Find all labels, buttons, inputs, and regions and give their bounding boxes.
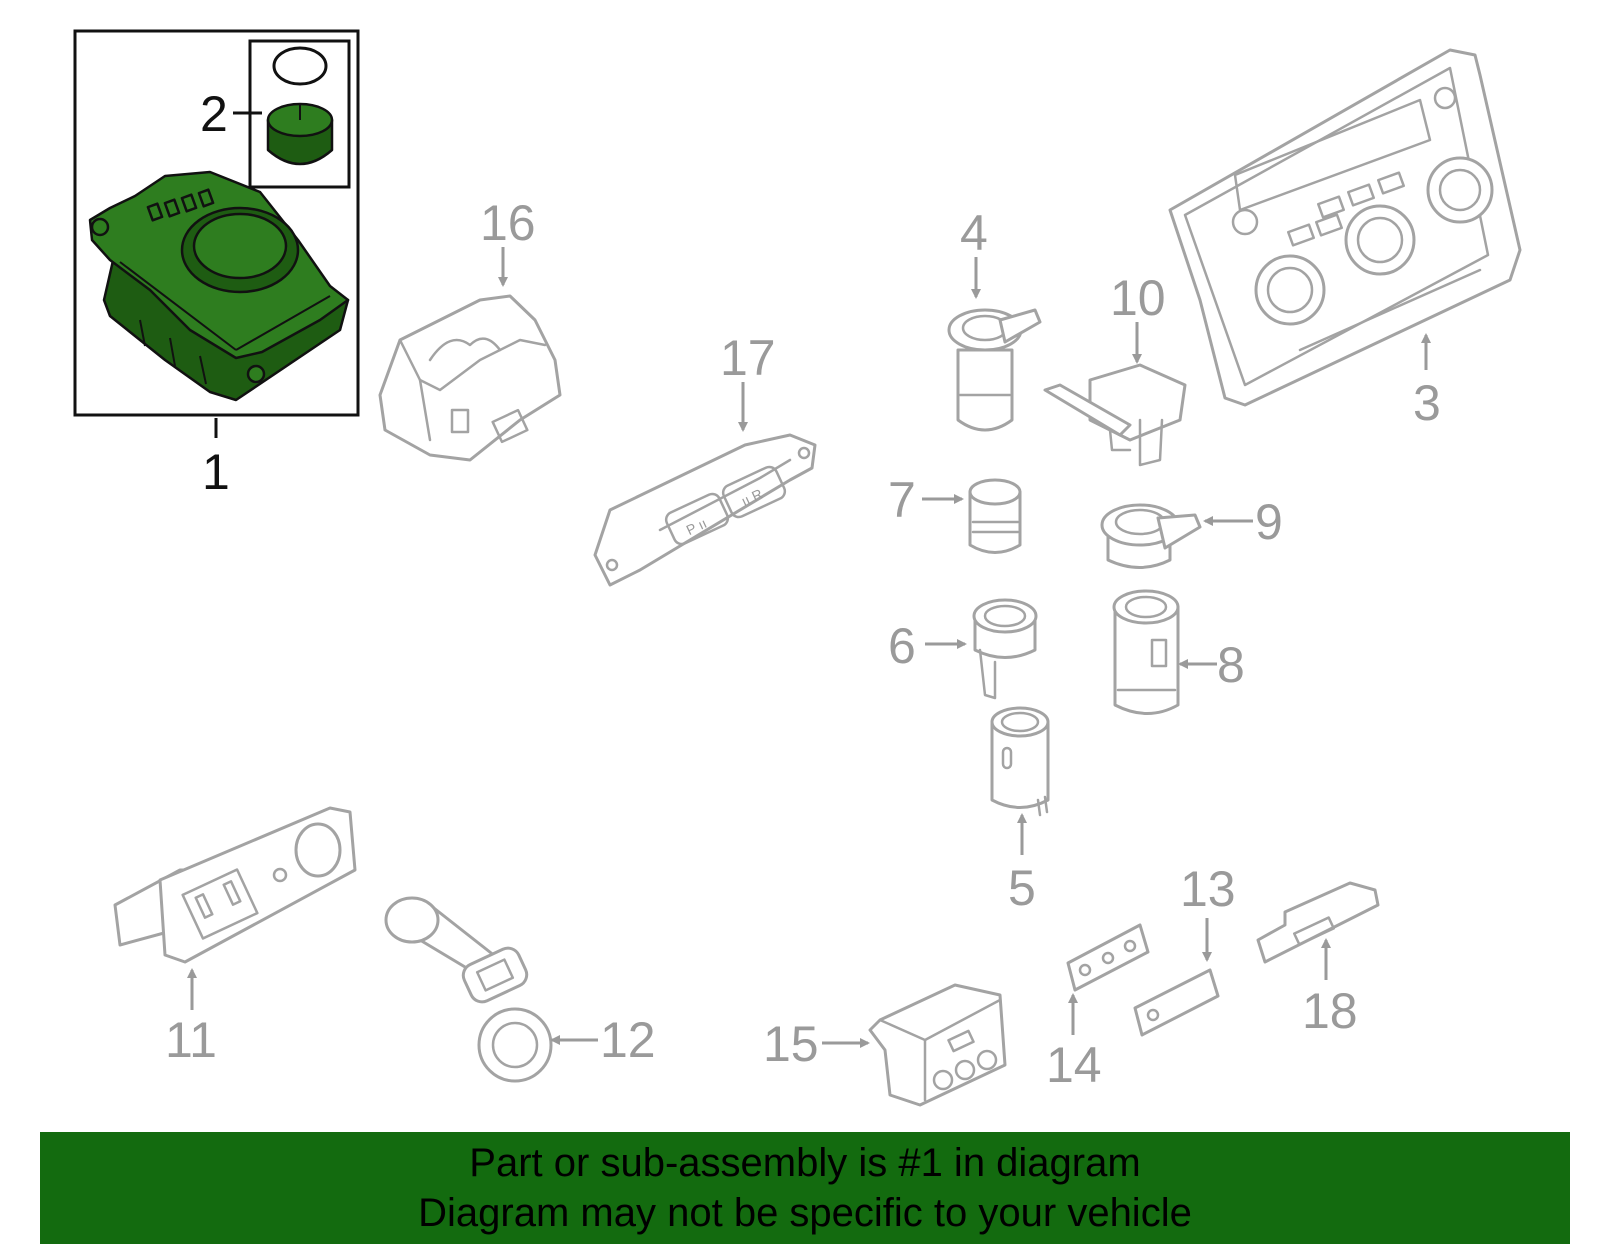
callout-10: 10	[1110, 270, 1166, 326]
callout-17: 17	[720, 330, 776, 386]
notice-banner: Part or sub-assembly is #1 in diagram Di…	[40, 1132, 1570, 1244]
part-3-climate-panel[interactable]: 3	[1168, 48, 1522, 431]
part-16-switch-module[interactable]: 16	[378, 195, 562, 462]
callout-14: 14	[1046, 1037, 1102, 1093]
part-8-socket[interactable]: 8	[1112, 589, 1245, 715]
callout-13: 13	[1180, 861, 1236, 917]
callout-8: 8	[1217, 637, 1245, 693]
part-11-power-outlet[interactable]: 11	[113, 806, 357, 1068]
callout-9: 9	[1255, 494, 1283, 550]
callout-18: 18	[1302, 983, 1358, 1039]
park-symbol-text: P ıı	[684, 515, 710, 538]
part-1-controller[interactable]	[88, 170, 350, 402]
part-7-plug[interactable]: 7	[888, 472, 1022, 554]
o-ring-icon	[272, 46, 328, 86]
part-9-socket-cap[interactable]: 9	[1100, 494, 1283, 569]
part-14-trim-plate[interactable]: 14	[1046, 923, 1150, 1093]
part-15-aux-jack[interactable]: 15	[763, 983, 1007, 1107]
callout-5: 5	[1008, 860, 1036, 916]
part-6-bezel[interactable]: 6	[888, 598, 1038, 700]
callout-1: 1	[202, 444, 230, 500]
callout-7: 7	[888, 472, 916, 528]
part-10-bracket[interactable]: 10	[1043, 270, 1187, 467]
callout-6: 6	[888, 618, 916, 674]
banner-line-1: Part or sub-assembly is #1 in diagram	[469, 1141, 1141, 1185]
callout-15: 15	[763, 1016, 819, 1072]
callout-16: 16	[480, 195, 536, 251]
callout-11: 11	[165, 1012, 217, 1068]
callout-4: 4	[960, 205, 988, 261]
callout-2: 2	[200, 86, 228, 142]
part-4-socket[interactable]: 4	[947, 205, 1042, 432]
callout-3: 3	[1413, 375, 1441, 431]
part-13-trim-plate[interactable]: 13	[1133, 861, 1236, 1037]
part-12-usb-socket[interactable]: 12	[384, 896, 656, 1083]
part-18-trim-strip[interactable]: 18	[1256, 881, 1380, 1039]
banner-line-2: Diagram may not be specific to your vehi…	[418, 1191, 1192, 1235]
part-5-lighter-socket[interactable]: 5	[990, 706, 1050, 916]
part-17-switch-panel[interactable]: P ıı ıı R 17	[593, 330, 817, 587]
callout-12: 12	[600, 1012, 656, 1068]
part-1-frame	[73, 29, 360, 417]
part-1-controller-group[interactable]: 2 1	[73, 29, 360, 500]
part-2-knob[interactable]	[266, 102, 334, 166]
